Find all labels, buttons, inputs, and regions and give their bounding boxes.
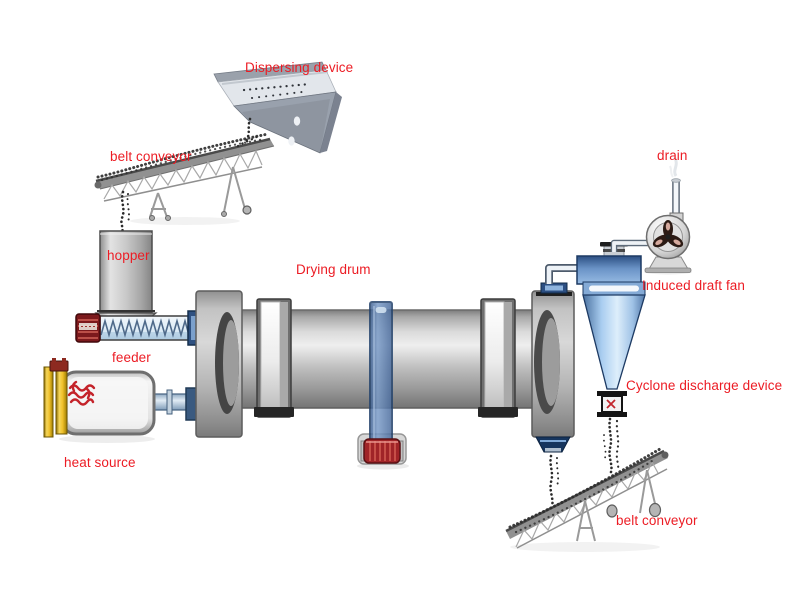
mount-hole [293,116,301,126]
falling-material [244,117,252,143]
drum-discharge-hopper [535,436,571,453]
burner-plate [43,366,54,438]
wheel [606,504,618,518]
cyclone-inlet-box [576,255,642,285]
discharge-material-streams [549,417,620,508]
support-legs [576,500,596,542]
fan-blades-icon [652,220,684,248]
support-legs [149,192,168,218]
wheel [648,502,662,518]
support-legs [223,166,246,213]
wheel [242,205,252,215]
belt-conveyor-feed [94,117,275,234]
cyclone-discharge-device [597,391,627,417]
flame-icon [67,380,96,406]
drive-motor [363,438,401,464]
riding-ring-left [254,298,294,418]
riding-ring-right [478,298,518,418]
material-on-belt [508,447,662,529]
label-hopper: hopper [107,248,150,263]
mount-hole [288,136,295,146]
heat-source [43,358,201,438]
label-dispersing-device: Dispersing device [245,60,354,75]
belt-conveyor-discharge [505,447,669,549]
label-induced-draft-fan: Induced draft fan [642,278,746,293]
label-belt-conveyor-feed: belt conveyor [110,149,192,164]
burner-plate [55,369,68,435]
material-on-belt [96,132,270,179]
label-heat-source: heat source [64,455,136,470]
induced-draft-fan [610,157,692,273]
label-drain: drain [657,148,688,163]
truss-frame [515,460,659,548]
drying-drum [195,282,575,465]
label-feeder: feeder [112,350,151,365]
falling-material [120,190,125,234]
label-cyclone-discharge-device: Cyclone discharge device [626,378,783,393]
screw-feeder [75,310,201,346]
tail-pulley [94,181,102,189]
drive-station [357,301,407,465]
label-drying-drum: Drying drum [296,262,371,277]
cyclone [576,242,646,390]
exhaust-duct [545,264,586,284]
truss-frame [103,149,263,200]
cyclone-cone [582,294,646,390]
head-pulley [661,451,669,459]
dispersing-device [213,61,342,154]
screw-spiral [100,318,190,338]
drain-pipe [669,157,681,216]
steam-wisp [673,157,678,177]
burner-cap [49,360,69,372]
label-belt-conveyor-discharge: belt conveyor [616,513,698,528]
